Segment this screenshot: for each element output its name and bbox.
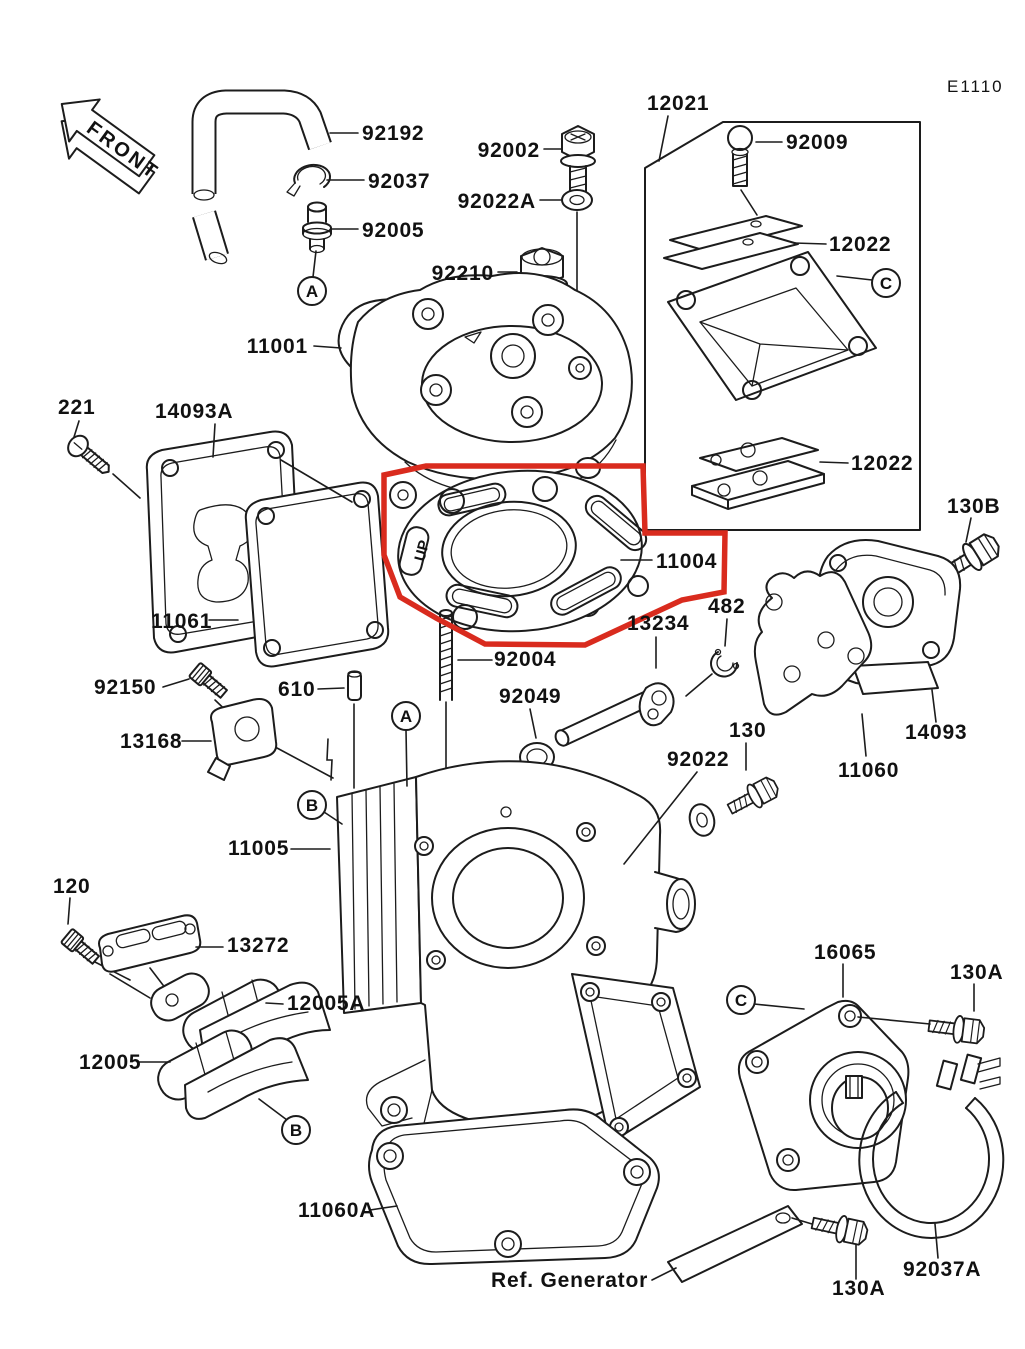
label-11060a: 11060A: [298, 1199, 375, 1222]
callouts: A A B B C C: [258, 250, 901, 1145]
part-gasket-11061: [244, 481, 390, 668]
part-cylinder-11005: [336, 760, 701, 1159]
part-base-gasket-11060a: [368, 1108, 660, 1266]
part-generator-plate: [667, 1205, 803, 1283]
label-610: 610: [278, 678, 315, 701]
callout-a-1: A: [306, 282, 318, 301]
part-holder-16065: [737, 999, 910, 1192]
highlight-outline-11004: [381, 463, 728, 648]
label-482: 482: [708, 595, 745, 618]
label-92009: 92009: [786, 131, 848, 154]
callout-b-2-circle: [281, 1115, 311, 1145]
label-92004: 92004: [494, 648, 556, 671]
part-head-gasket-11004: UP: [389, 469, 649, 633]
part-hose-92192: [191, 89, 332, 265]
part-screw-92009: [727, 125, 758, 216]
label-12022-top: 12022: [829, 233, 891, 256]
group-box-12021: [644, 121, 921, 531]
callout-a-1-circle: [297, 276, 327, 306]
label-120: 120: [53, 875, 90, 898]
part-plate-13272: [98, 914, 202, 1011]
label-11061: 11061: [151, 610, 212, 633]
part-clamp-92037a: [858, 1053, 1005, 1239]
part-reed-plates-12022-top: [663, 215, 803, 270]
head-stud-bosses: [412, 298, 592, 428]
label-13234: 13234: [627, 612, 689, 635]
callout-c-2-circle: [726, 985, 756, 1015]
part-valves-12005: [157, 1029, 309, 1120]
label-13168: 13168: [120, 730, 182, 753]
label-13272: 13272: [227, 934, 289, 957]
callout-c-1-circle: [871, 268, 901, 298]
label-11005: 11005: [228, 837, 289, 860]
label-12005: 12005: [79, 1051, 141, 1074]
label-92002: 92002: [478, 139, 540, 162]
label-92210: 92210: [432, 262, 494, 285]
part-fitting-92005: [302, 201, 332, 254]
callout-b-2: B: [290, 1121, 302, 1140]
label-ref-generator: Ref. Generator: [491, 1269, 648, 1292]
part-gasket-11060: [753, 570, 873, 716]
part-bolt-130: [723, 772, 783, 822]
callout-a-2: A: [400, 707, 412, 726]
label-11060: 11060: [838, 759, 899, 782]
part-reed-valve-cage: [667, 251, 877, 401]
label-11001: 11001: [247, 335, 308, 358]
label-92049: 92049: [499, 685, 561, 708]
callout-a-2-circle: [391, 701, 421, 731]
label-92022: 92022: [667, 748, 729, 771]
part-labels: 92192 92037 92005 92002 92022A 92210 120…: [53, 92, 1003, 1300]
part-washer-92022: [623, 771, 716, 865]
label-221: 221: [58, 396, 95, 419]
label-130b: 130B: [947, 495, 1000, 518]
label-92022a: 92022A: [458, 190, 536, 213]
label-92192: 92192: [362, 122, 424, 145]
part-pin-610: [347, 670, 362, 789]
label-14093a: 14093A: [155, 400, 233, 423]
label-12021: 12021: [647, 92, 709, 115]
callout-b-1: B: [306, 796, 318, 815]
label-14093: 14093: [905, 721, 967, 744]
label-92037: 92037: [368, 170, 430, 193]
part-circlip-482: [685, 648, 740, 697]
part-bolt-130a-top: [857, 1011, 987, 1047]
label-92005: 92005: [362, 219, 424, 242]
part-reed-plates-12022-bottom: [691, 437, 825, 510]
leader-lines: [67, 115, 975, 1281]
part-screw-221: [67, 434, 110, 474]
label-12022-bottom: 12022: [851, 452, 913, 475]
label-11004: 11004: [656, 550, 717, 573]
callout-b-1-circle: [297, 790, 327, 820]
part-stud-92004: [439, 609, 453, 769]
part-bolt-130a-bottom: [791, 1208, 871, 1249]
label-92150: 92150: [94, 676, 156, 699]
callout-c-1: C: [880, 274, 892, 293]
label-130a-bottom: 130A: [832, 1277, 885, 1300]
label-16065: 16065: [814, 941, 876, 964]
label-92037a: 92037A: [903, 1258, 981, 1281]
callout-c-2: C: [735, 991, 747, 1010]
part-shaft-13234: [554, 682, 675, 747]
part-holder-13168: [207, 698, 334, 781]
diagram-code: E1110: [947, 77, 1004, 96]
part-clamp-92037: [286, 163, 331, 197]
label-130: 130: [729, 719, 766, 742]
label-12005a: 12005A: [287, 992, 365, 1015]
gasket-up-marking: UP: [411, 539, 433, 564]
label-130a-top: 130A: [950, 961, 1003, 984]
part-cylinder-head-11001: [337, 272, 633, 496]
front-arrow: FRONT: [60, 98, 163, 195]
